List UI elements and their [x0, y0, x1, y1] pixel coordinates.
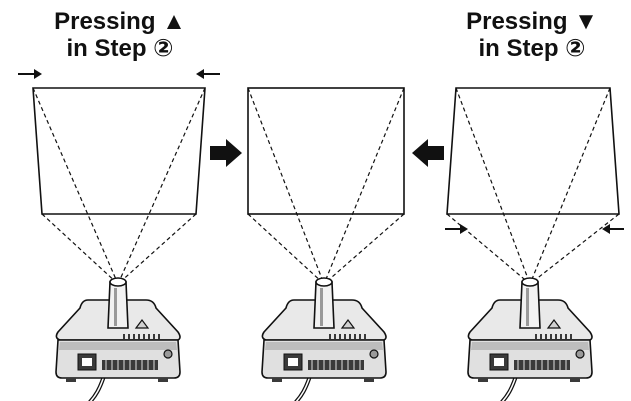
screen-left-keystone: [32, 87, 206, 285]
caption-pressing-up: Pressing ▲ in Step ②: [30, 8, 210, 62]
caption-pressing-down-line2: in Step ②: [478, 35, 586, 62]
arrow-right-icon: [445, 224, 468, 234]
arrow-left-icon: [196, 69, 220, 79]
screen-center-corrected: [247, 87, 405, 285]
arrow-left-icon: [602, 224, 624, 234]
arrow-right-icon: [18, 69, 42, 79]
big-arrow-left-icon: [412, 139, 444, 167]
caption-pressing-up-line1: Pressing ▲: [54, 8, 186, 35]
projector-icon: [466, 276, 594, 401]
projector-icon: [260, 276, 388, 401]
projector-icon: [54, 276, 182, 401]
screen-right-keystone: [446, 87, 620, 285]
caption-pressing-down: Pressing ▼ in Step ②: [438, 8, 626, 62]
caption-pressing-down-line1: Pressing ▼: [466, 8, 598, 35]
caption-pressing-up-line2: in Step ②: [66, 35, 174, 62]
big-arrow-right-icon: [210, 139, 242, 167]
